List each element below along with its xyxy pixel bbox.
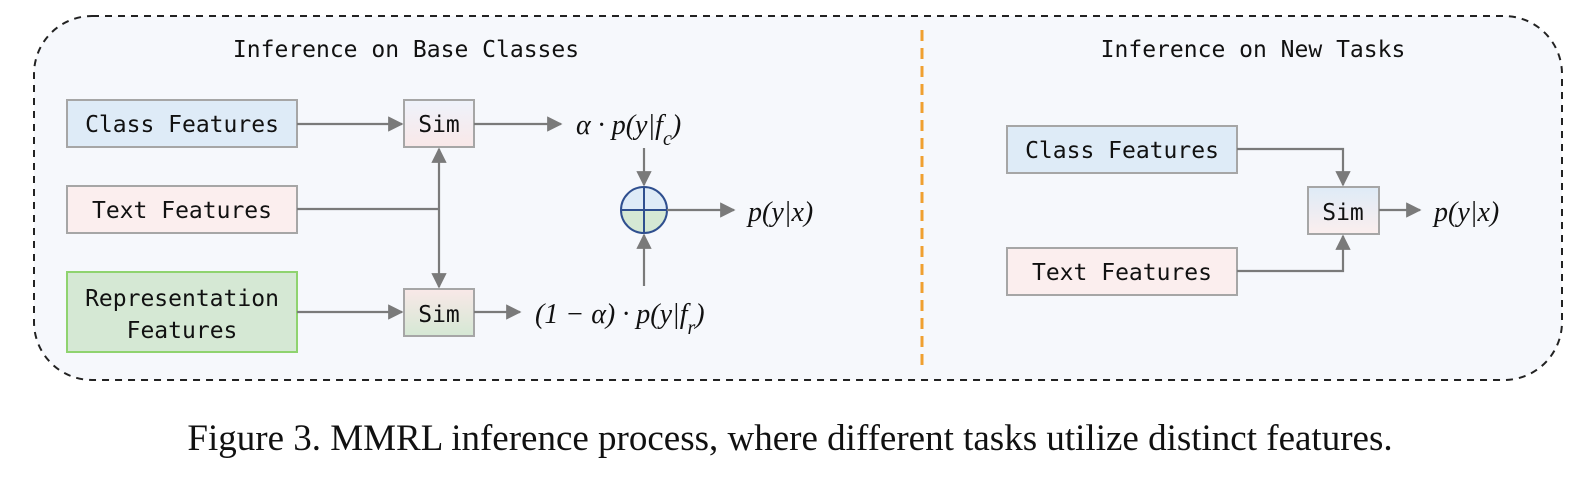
representation-label-line1: Representation bbox=[85, 286, 279, 312]
class-features-box: Class Features bbox=[66, 99, 298, 148]
arrow-right-class-to-sim bbox=[1237, 147, 1351, 187]
expr-sum-output: p(y|x) bbox=[746, 197, 813, 228]
class-features-label: Class Features bbox=[85, 112, 279, 138]
text-features-box: Text Features bbox=[66, 185, 298, 234]
right-text-features-box: Text Features bbox=[1006, 247, 1238, 296]
text-features-label: Text Features bbox=[92, 198, 272, 224]
right-sim-label: Sim bbox=[1322, 200, 1364, 226]
sim-bottom-label: Sim bbox=[418, 302, 460, 328]
representation-features-box: Representation Features bbox=[66, 271, 298, 353]
right-sim-box: Sim bbox=[1307, 186, 1380, 235]
right-text-features-label: Text Features bbox=[1032, 260, 1212, 286]
figure-caption: Figure 3. MMRL inference process, where … bbox=[187, 418, 1392, 459]
right-expr-output: p(y|x) bbox=[1432, 197, 1499, 228]
sim-box-bottom: Sim bbox=[403, 288, 475, 337]
right-class-features-label: Class Features bbox=[1025, 138, 1219, 164]
arrow-right-text-to-sim bbox=[1237, 234, 1351, 273]
sum-node bbox=[620, 186, 668, 234]
right-panel-title: Inference on New Tasks bbox=[1101, 37, 1406, 63]
left-panel-title: Inference on Base Classes bbox=[233, 37, 579, 63]
sim-top-label: Sim bbox=[418, 112, 460, 138]
representation-label-line2: Features bbox=[127, 318, 238, 344]
sim-box-top: Sim bbox=[403, 99, 475, 148]
right-class-features-box: Class Features bbox=[1006, 125, 1238, 174]
